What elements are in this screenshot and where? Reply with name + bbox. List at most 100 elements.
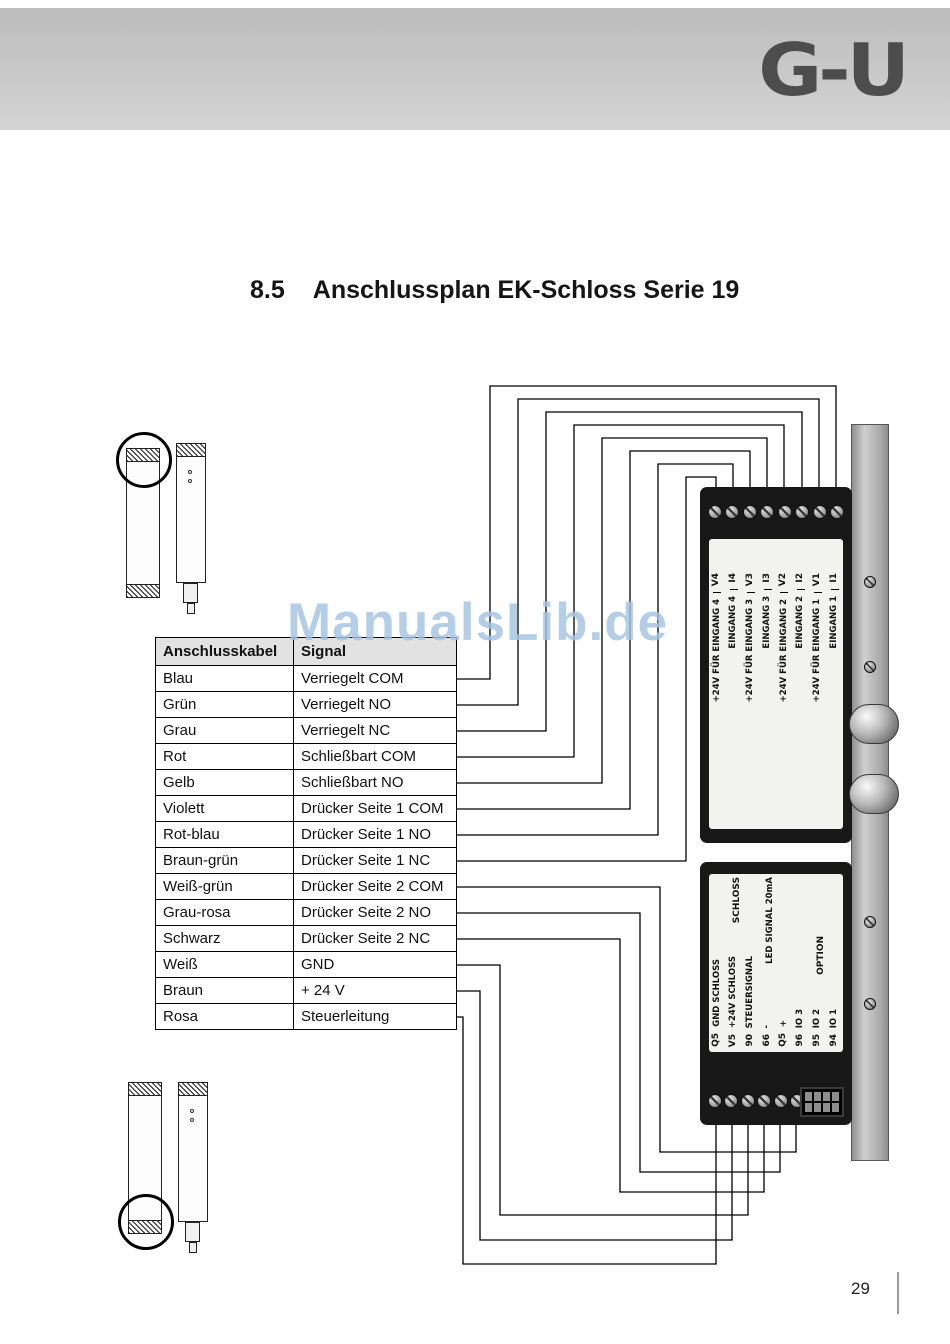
screw-terminal	[829, 505, 844, 519]
cell-kabel: Braun-grün	[155, 847, 294, 874]
table-header-row: Anschlusskabel Signal	[155, 637, 457, 666]
col-header-anschlusskabel: Anschlusskabel	[155, 637, 294, 666]
terminal-signal: +24V FÜR EINGANG 1	[812, 599, 823, 703]
hatch-band	[177, 444, 205, 457]
terminal-signal: +	[778, 1019, 789, 1028]
terminal-pin: V3	[744, 573, 755, 587]
cell-signal: Drücker Seite 1 NO	[293, 821, 457, 848]
cell-signal: Drücker Seite 1 NC	[293, 847, 457, 874]
cell-signal: Schließbart NO	[293, 769, 457, 796]
divider-tick	[730, 588, 739, 590]
lock-profile-bar	[176, 443, 206, 583]
section-number: 8.5	[250, 276, 285, 304]
terminal-signal: EINGANG 4	[728, 595, 739, 649]
gu-logo: G-U	[758, 29, 910, 113]
hatch-band	[127, 584, 159, 597]
terminal-signal: -	[761, 1024, 772, 1029]
screw-terminal	[777, 505, 792, 519]
screw-terminal	[725, 505, 740, 519]
wire	[457, 912, 781, 1173]
terminal-pin: I3	[761, 573, 772, 583]
terminal-signal: GND SCHLOSS	[711, 959, 722, 1028]
rail-screw	[864, 576, 876, 588]
terminal-pin: I1	[828, 573, 839, 583]
terminal-column: V2 +24V FÜR EINGANG 2	[776, 539, 793, 829]
terminal-signal: +24V FÜR EINGANG 2	[778, 599, 789, 703]
terminal-pin: V2	[778, 573, 789, 587]
col-header-signal: Signal	[293, 637, 457, 666]
terminal-pin: I2	[795, 573, 806, 583]
terminal-signal: +24V FÜR EINGANG 4	[711, 599, 722, 703]
wire	[457, 1016, 717, 1265]
terminal-signal: EINGANG 3	[761, 595, 772, 649]
divider-tick	[713, 592, 722, 594]
header-bar: G-U	[0, 8, 950, 130]
terminal-pin: 90	[744, 1034, 755, 1047]
io-connector	[800, 1087, 844, 1117]
terminal-pin: 94	[828, 1034, 839, 1047]
cell-signal: Verriegelt NO	[293, 691, 457, 718]
screw-terminal	[760, 505, 775, 519]
divider-tick	[797, 588, 806, 590]
annotation-circle	[116, 432, 172, 488]
terminal-signal: +24V SCHLOSS	[728, 955, 739, 1028]
wire	[457, 437, 768, 784]
terminal-column: V3+24V FÜR EINGANG 3	[743, 539, 760, 829]
cell-signal: Steuerleitung	[293, 1003, 457, 1030]
screw-terminal	[708, 505, 722, 519]
screw-hole	[190, 1118, 194, 1122]
hatch-band	[179, 1083, 207, 1096]
divider-tick	[746, 592, 755, 594]
terminal-signal: IO 1	[828, 1009, 839, 1029]
wire	[457, 398, 820, 706]
group-label-led-signal: LED SIGNAL 20mA	[765, 877, 775, 964]
hatch-band	[129, 1083, 161, 1096]
group-label-option: OPTION	[816, 936, 826, 975]
wire	[457, 938, 765, 1193]
lock-stem-tip	[189, 1242, 197, 1253]
screw-terminal	[812, 505, 827, 519]
terminal-pin: V1	[811, 573, 822, 587]
lock-latch	[849, 774, 899, 814]
wire	[457, 450, 751, 810]
cell-signal: Drücker Seite 2 NC	[293, 925, 457, 952]
terminal-signal: EINGANG 1	[828, 595, 839, 649]
cell-signal: Drücker Seite 2 COM	[293, 873, 457, 900]
cell-signal: Drücker Seite 2 NO	[293, 899, 457, 926]
lock-bolt	[849, 704, 899, 744]
screw-terminal-row	[708, 493, 844, 531]
screw-hole	[190, 1109, 194, 1113]
terminal-pin: 96	[795, 1034, 806, 1047]
cell-kabel: Blau	[155, 665, 294, 692]
screw-terminal	[773, 1094, 788, 1108]
terminal-signal: IO 2	[812, 1009, 823, 1029]
cell-signal: Verriegelt COM	[293, 665, 457, 692]
wire	[457, 886, 797, 1153]
screw-terminal	[724, 1094, 739, 1108]
cell-signal: GND	[293, 951, 457, 978]
terminal-pin: V4	[711, 573, 722, 587]
group-label-schloss: SCHLOSS	[732, 877, 742, 924]
screw-hole	[188, 479, 192, 483]
terminal-pin: 95	[811, 1034, 822, 1047]
wire	[457, 476, 717, 862]
page-title: Anschlussplan EK-Schloss Serie 19	[312, 276, 740, 304]
